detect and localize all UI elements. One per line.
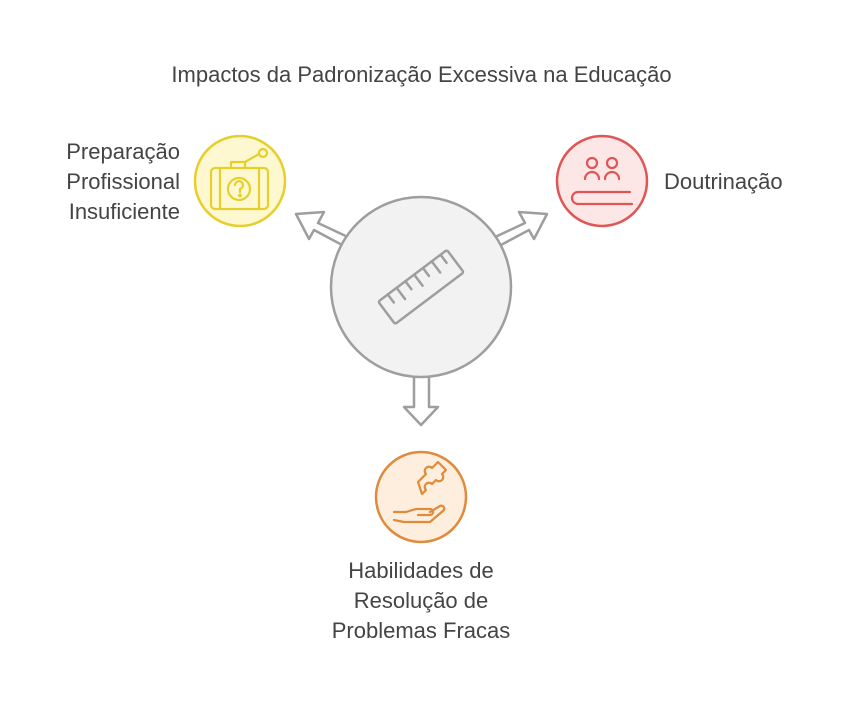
ruler-icon <box>377 249 465 325</box>
diagram-title: Impactos da Padronização Excessiva na Ed… <box>171 62 672 87</box>
label-line: Doutrinação <box>664 169 783 194</box>
label-line: Problemas Fracas <box>331 618 511 643</box>
label-line: Resolução de <box>353 588 489 613</box>
arrow-to-right <box>491 210 549 248</box>
label-line: Preparação <box>66 139 180 164</box>
label-line: Habilidades de <box>348 558 494 583</box>
label-doutrinacao: Doutrinação <box>664 167 783 197</box>
label-habilidades: Habilidades de Resolução de Problemas Fr… <box>271 556 571 646</box>
suitcase-question-icon <box>209 147 270 211</box>
right-node <box>555 134 649 228</box>
left-node <box>193 134 287 228</box>
center-node <box>329 195 513 379</box>
label-line: Profissional <box>66 169 180 194</box>
label-line: Insuficiente <box>68 199 180 224</box>
label-preparacao-profissional: Preparação Profissional Insuficiente <box>0 137 180 227</box>
hand-puzzle-icon <box>392 460 448 524</box>
arrow-to-bottom <box>402 370 440 427</box>
classroom-students-icon <box>570 156 634 206</box>
bottom-node <box>374 450 468 544</box>
arrow-to-left <box>294 210 352 248</box>
